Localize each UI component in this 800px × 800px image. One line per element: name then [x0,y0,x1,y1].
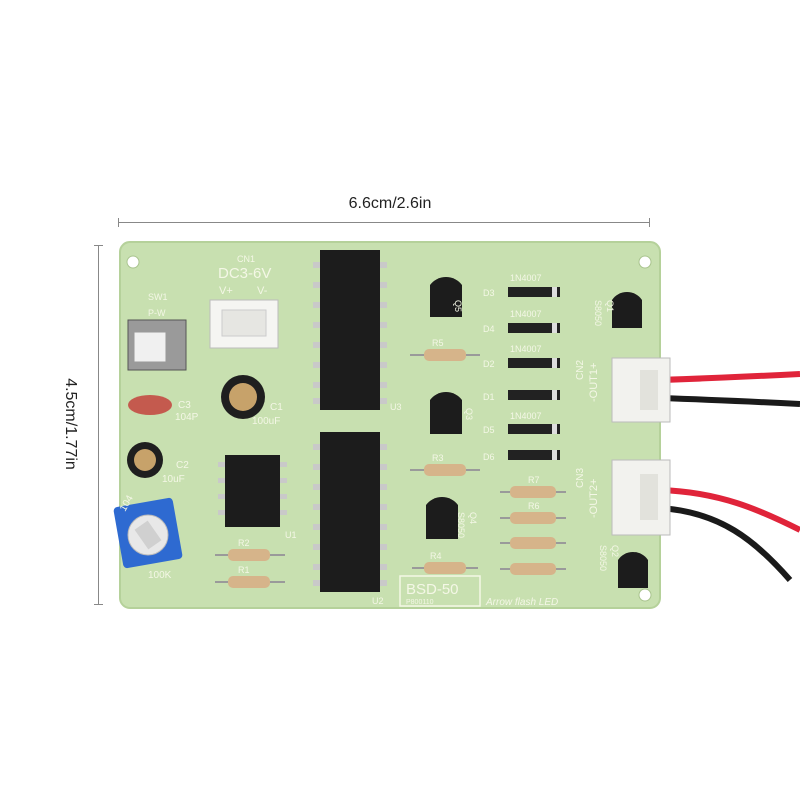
resistor-r4 [424,562,466,574]
transistor-q5 [430,277,462,317]
diode-type-label: 1N4007 [510,309,542,319]
board-title: BSD-50 [406,581,459,598]
cn2-label: CN2 [575,360,586,380]
pot-resistance-label: 100K [148,570,172,581]
c1-label: C1 [270,402,283,413]
transistor-q1 [612,291,642,328]
q2-label: Q2 [610,545,620,557]
diode-d6 [508,450,560,460]
r3-label: R3 [432,453,444,463]
diode-d1 [508,390,560,400]
d5-label: D5 [483,425,495,435]
c3-value-label: 104P [175,412,199,423]
pcb-board [119,241,661,609]
c2-label: C2 [176,460,189,471]
chip-u3 [320,250,380,410]
ceramic-capacitor [128,395,172,415]
mounting-hole [126,255,140,269]
width-dimension-label: 6.6cm/2.6in [348,195,432,212]
diode-d2 [508,358,560,368]
board-title-box [399,575,481,607]
resistor-r2 [228,549,270,561]
r4-label: R4 [430,551,442,561]
q4-label: Q4 [468,512,478,524]
out1-label: -OUT1+ [588,363,600,402]
out2-label: -OUT2+ [588,479,600,518]
d6-label: D6 [483,452,495,462]
board-code: P800110 [406,599,434,606]
dc-voltage-label: DC3-6V [218,265,271,282]
resistor-r6 [510,512,556,524]
resistor [510,563,556,575]
r5-label: R5 [432,338,444,348]
r1-label: R1 [238,565,250,575]
u3-label: U3 [390,402,402,412]
c2-value-label: 10uF [162,474,185,485]
d3-label: D3 [483,288,495,298]
resistor-r7 [510,486,556,498]
height-dimension-line [94,245,103,605]
transistor-q2 [618,551,648,588]
vminus-label: V- [257,285,268,297]
q4-type-label: S8050 [456,512,466,538]
pw-label: P-W [148,308,166,318]
vplus-label: V+ [219,285,233,297]
mounting-hole [638,588,652,602]
c1-value-label: 100uF [252,416,280,427]
cn3-label: CN3 [575,468,586,488]
cn1-label: CN1 [237,254,255,264]
q5-label: Q5 [453,300,463,312]
d4-label: D4 [483,324,495,334]
sw1-label: SW1 [148,292,168,302]
resistor-r1 [228,576,270,588]
diode-d4 [508,323,560,333]
q1-type-label: S8050 [593,300,603,326]
transistor-q3 [430,392,462,434]
d2-label: D2 [483,359,495,369]
resistor [510,537,556,549]
diode-d5 [508,424,560,434]
d1-label: D1 [483,392,495,402]
u2-label: U2 [372,596,384,606]
transistor-q4 [426,497,458,539]
q2-type-label: S8050 [598,545,608,571]
r7-label: R7 [528,475,540,485]
c3-label: C3 [178,400,191,411]
u1-label: U1 [285,530,297,540]
resistor-column: R7 R6 [500,475,566,575]
width-dimension-line [118,218,650,227]
resistor-r5 [424,349,466,361]
resistor-r3 [424,464,466,476]
r6-label: R6 [528,501,540,511]
chip-u2 [320,432,380,592]
diode-column: 1N4007 D3 1N4007 D4 1N4007 D2 D1 1N4007 … [483,273,560,462]
diode-d3 [508,287,560,297]
diode-type-label: 1N4007 [510,344,542,354]
q1-label: Q1 [605,300,615,312]
mounting-hole [638,255,652,269]
diode-type-label: 1N4007 [510,273,542,283]
r2-label: R2 [238,538,250,548]
chip-u1 [225,455,280,527]
output-wires [659,371,800,582]
diode-type-label: 1N4007 [510,411,542,421]
board-subtitle: Arrow flash LED [485,597,558,608]
q3-label: Q3 [464,408,474,420]
